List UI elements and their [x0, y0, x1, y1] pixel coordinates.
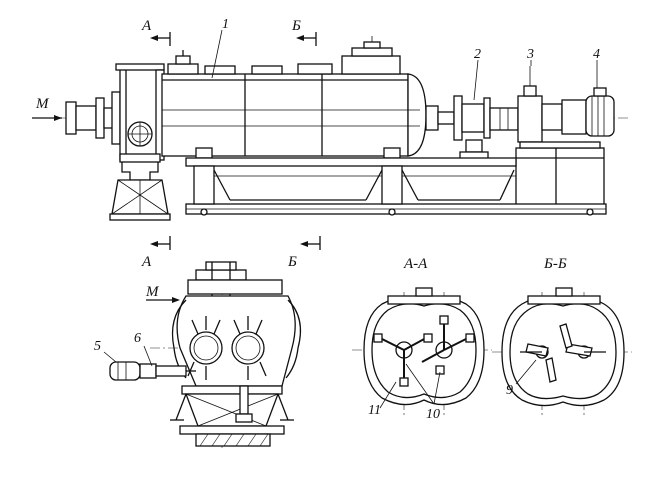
section-label-a-bottom: А: [141, 254, 152, 270]
callout-3: 3: [526, 47, 534, 62]
trough-body: [162, 36, 426, 158]
callout-1: 1: [222, 17, 229, 32]
callout-10: 10: [426, 407, 440, 422]
callout-11: 11: [368, 403, 381, 418]
callout-4: 4: [593, 47, 600, 62]
section-a-a: [352, 288, 492, 418]
section-label-b-top: Б: [291, 18, 301, 34]
inlet-label-m-front: М: [35, 96, 50, 112]
section-title-a-a: А-А: [403, 256, 428, 272]
section-label-a-top: А: [141, 18, 152, 34]
callout-2: 2: [474, 47, 481, 62]
inlet-label-m-side: М: [145, 284, 160, 300]
callout-5: 5: [94, 339, 101, 354]
section-title-b-b: Б-Б: [543, 256, 567, 272]
section-b-b: [492, 288, 632, 418]
side-view: [104, 262, 300, 448]
callout-9: 9: [506, 383, 513, 398]
section-label-b-bottom: Б: [287, 254, 297, 270]
front-view: [32, 30, 630, 250]
callout-6: 6: [134, 331, 141, 346]
shaft-bearing-assembly: [426, 66, 614, 206]
